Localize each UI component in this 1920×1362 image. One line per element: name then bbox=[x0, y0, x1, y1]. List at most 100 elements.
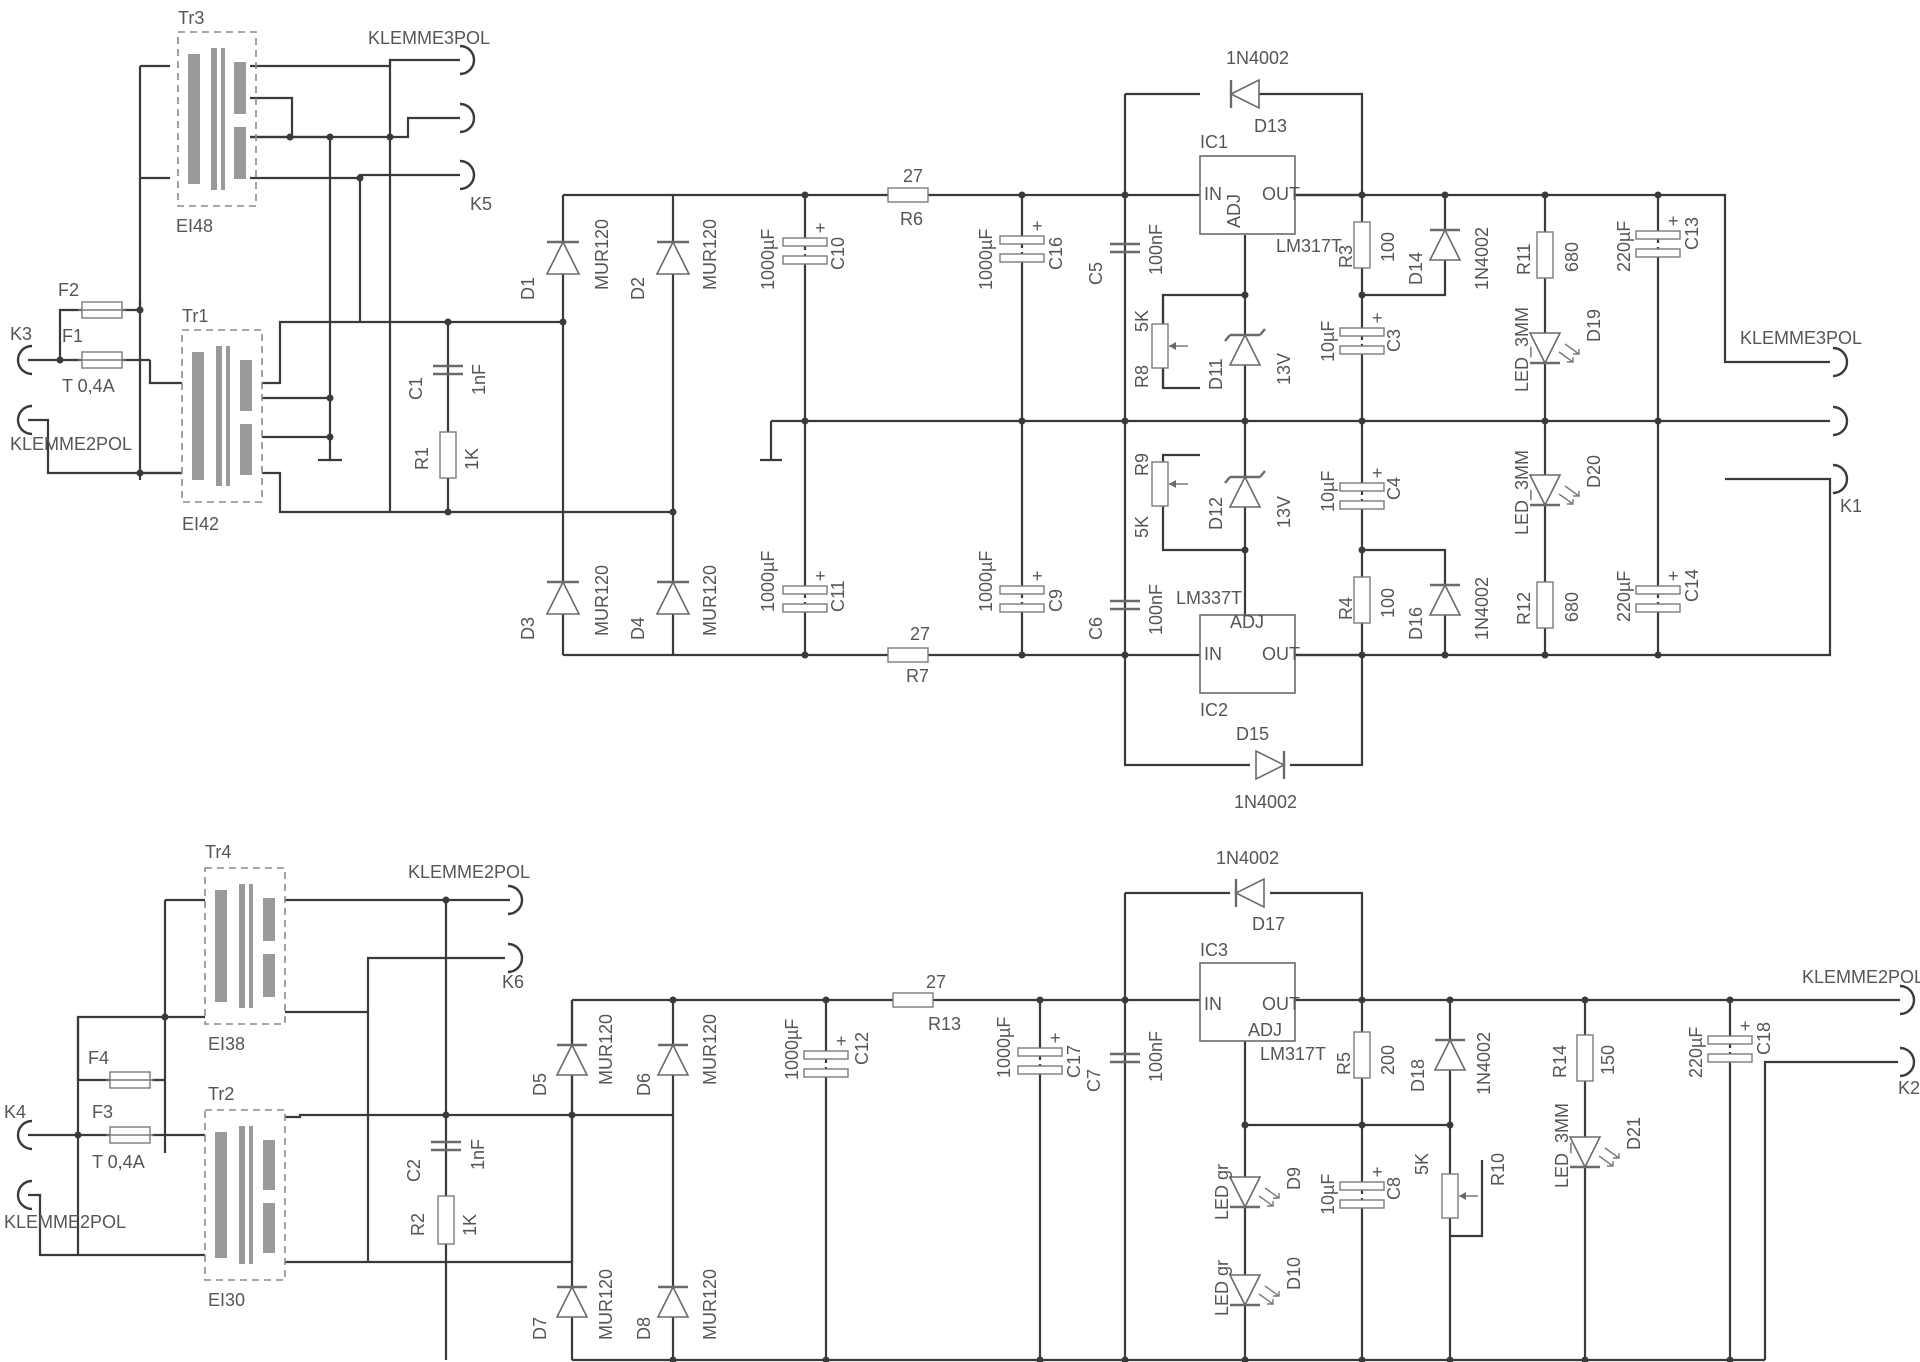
c13-val-label: 220µF bbox=[1614, 221, 1634, 272]
diode-d16 bbox=[1428, 583, 1462, 616]
r8-val-label: 5K bbox=[1132, 310, 1152, 332]
r7-label: R7 bbox=[906, 666, 929, 686]
klemme2pol-bottom-top-label: KLEMME2POL bbox=[408, 862, 530, 882]
pot-r10 bbox=[1441, 1173, 1478, 1219]
d16-label: D16 bbox=[1406, 607, 1426, 640]
r10-val-label: 5K bbox=[1412, 1153, 1432, 1175]
junction-dot bbox=[1541, 651, 1549, 659]
junction-dot bbox=[1654, 191, 1662, 199]
resistor-r13 bbox=[892, 992, 934, 1008]
junction-dot bbox=[56, 356, 64, 364]
capacitor-c4: + bbox=[1339, 463, 1385, 510]
ic3-label: IC3 bbox=[1200, 940, 1228, 960]
junction-dot bbox=[1358, 417, 1366, 425]
junction-dot bbox=[1358, 546, 1366, 554]
c3-val-label: 10µF bbox=[1318, 321, 1338, 362]
capacitor-c10: + bbox=[782, 218, 828, 265]
c1-label: C1 bbox=[406, 377, 426, 400]
c16-val-label: 1000µF bbox=[976, 229, 996, 290]
d1-label: D1 bbox=[518, 277, 538, 300]
resistor-r11 bbox=[1536, 231, 1554, 279]
ei30-label: EI30 bbox=[208, 1290, 245, 1310]
junction-dot bbox=[801, 651, 809, 659]
k4-label: K4 bbox=[4, 1102, 26, 1122]
wires bbox=[28, 58, 1900, 1362]
terminal-right-top-pin3 bbox=[1832, 463, 1849, 495]
capacitor-c9: + bbox=[999, 566, 1045, 613]
regulator-ic2 bbox=[1199, 614, 1296, 694]
terminal-k5-pin1 bbox=[459, 44, 476, 76]
tr1-label: Tr1 bbox=[182, 306, 208, 326]
r5-label: R5 bbox=[1334, 1052, 1354, 1075]
junction-dot bbox=[326, 394, 334, 402]
c18-label: C18 bbox=[1754, 1022, 1774, 1055]
ic2-out-label: OUT bbox=[1262, 644, 1300, 664]
r13-val-label: 27 bbox=[926, 972, 946, 992]
junction-dot bbox=[1241, 291, 1249, 299]
d5-label: D5 bbox=[530, 1073, 550, 1096]
r9-label: R9 bbox=[1132, 453, 1152, 476]
resistor-r5 bbox=[1353, 1031, 1371, 1079]
resistor-r12 bbox=[1536, 581, 1554, 629]
junction-dot bbox=[442, 1111, 450, 1119]
ic1-label: IC1 bbox=[1200, 132, 1228, 152]
r6-label: R6 bbox=[900, 209, 923, 229]
r12-label: R12 bbox=[1514, 592, 1534, 625]
led-d9-light-arrows bbox=[1258, 1187, 1280, 1207]
junction-dot bbox=[74, 1131, 82, 1139]
r14-label: R14 bbox=[1550, 1045, 1570, 1078]
capacitor-c16-plus-label: + bbox=[1032, 216, 1043, 236]
r2-val-label: 1K bbox=[460, 1214, 480, 1236]
capacitor-c6 bbox=[1110, 599, 1140, 611]
c14-label: C14 bbox=[1682, 569, 1702, 602]
r1-label: R1 bbox=[412, 447, 432, 470]
r3-val-label: 100 bbox=[1378, 232, 1398, 262]
junction-dot bbox=[442, 896, 450, 904]
r11-label: R11 bbox=[1514, 243, 1534, 275]
capacitor-c11-plus-label: + bbox=[815, 566, 826, 586]
resistor-r4 bbox=[1353, 576, 1371, 624]
klemme2pol-left-bottom-label: KLEMME2POL bbox=[4, 1212, 126, 1232]
junction-dot bbox=[1358, 191, 1366, 199]
r2-label: R2 bbox=[408, 1213, 428, 1236]
k6-label: K6 bbox=[502, 972, 524, 992]
capacitor-c12-plus-label: + bbox=[836, 1031, 847, 1051]
junction-dot bbox=[1581, 996, 1589, 1004]
capacitor-c14-plus-label: + bbox=[1668, 566, 1679, 586]
junction-dot bbox=[1121, 191, 1129, 199]
terminal-k3-pin1 bbox=[16, 344, 33, 376]
d5-val-label: MUR120 bbox=[596, 1014, 616, 1085]
terminal-klemme2pol-left-top bbox=[16, 404, 33, 436]
resistor-r2 bbox=[437, 1195, 455, 1245]
junction-dot bbox=[1241, 1121, 1249, 1129]
junction-dot bbox=[356, 174, 364, 182]
c17-label: C17 bbox=[1064, 1045, 1084, 1078]
junction-dot bbox=[1358, 1121, 1366, 1129]
terminal-k6-pin2 bbox=[507, 942, 524, 974]
fuse-f3 bbox=[106, 1126, 154, 1144]
diode-d14 bbox=[1428, 228, 1462, 261]
d17-label: D17 bbox=[1252, 914, 1285, 934]
t04-top-label: T 0,4A bbox=[62, 376, 115, 396]
c17-val-label: 1000µF bbox=[994, 1017, 1014, 1078]
junction-dot bbox=[1358, 1356, 1366, 1362]
junction-dot bbox=[669, 996, 677, 1004]
transformer-tr3 bbox=[177, 31, 257, 207]
junction-dot bbox=[1241, 417, 1249, 425]
tr2-label: Tr2 bbox=[208, 1084, 234, 1104]
c2-val-label: 1nF bbox=[468, 1139, 488, 1170]
regulator-ic3 bbox=[1199, 962, 1296, 1042]
c3-label: C3 bbox=[1384, 329, 1404, 352]
ei48-label: EI48 bbox=[176, 216, 213, 236]
junction-dot bbox=[1446, 1356, 1454, 1362]
diode-d3 bbox=[545, 580, 581, 615]
transformer-tr2 bbox=[204, 1109, 286, 1281]
r7-val-label: 27 bbox=[910, 624, 930, 644]
capacitor-c2 bbox=[431, 1140, 461, 1152]
c8-val-label: 10µF bbox=[1318, 1174, 1338, 1215]
terminal-right-top-pin1 bbox=[1832, 346, 1849, 378]
d14-val-label: 1N4002 bbox=[1472, 227, 1492, 290]
resistor-r14 bbox=[1576, 1034, 1594, 1082]
d13-val-label: 1N4002 bbox=[1226, 48, 1289, 68]
ei42-label: EI42 bbox=[182, 514, 219, 534]
